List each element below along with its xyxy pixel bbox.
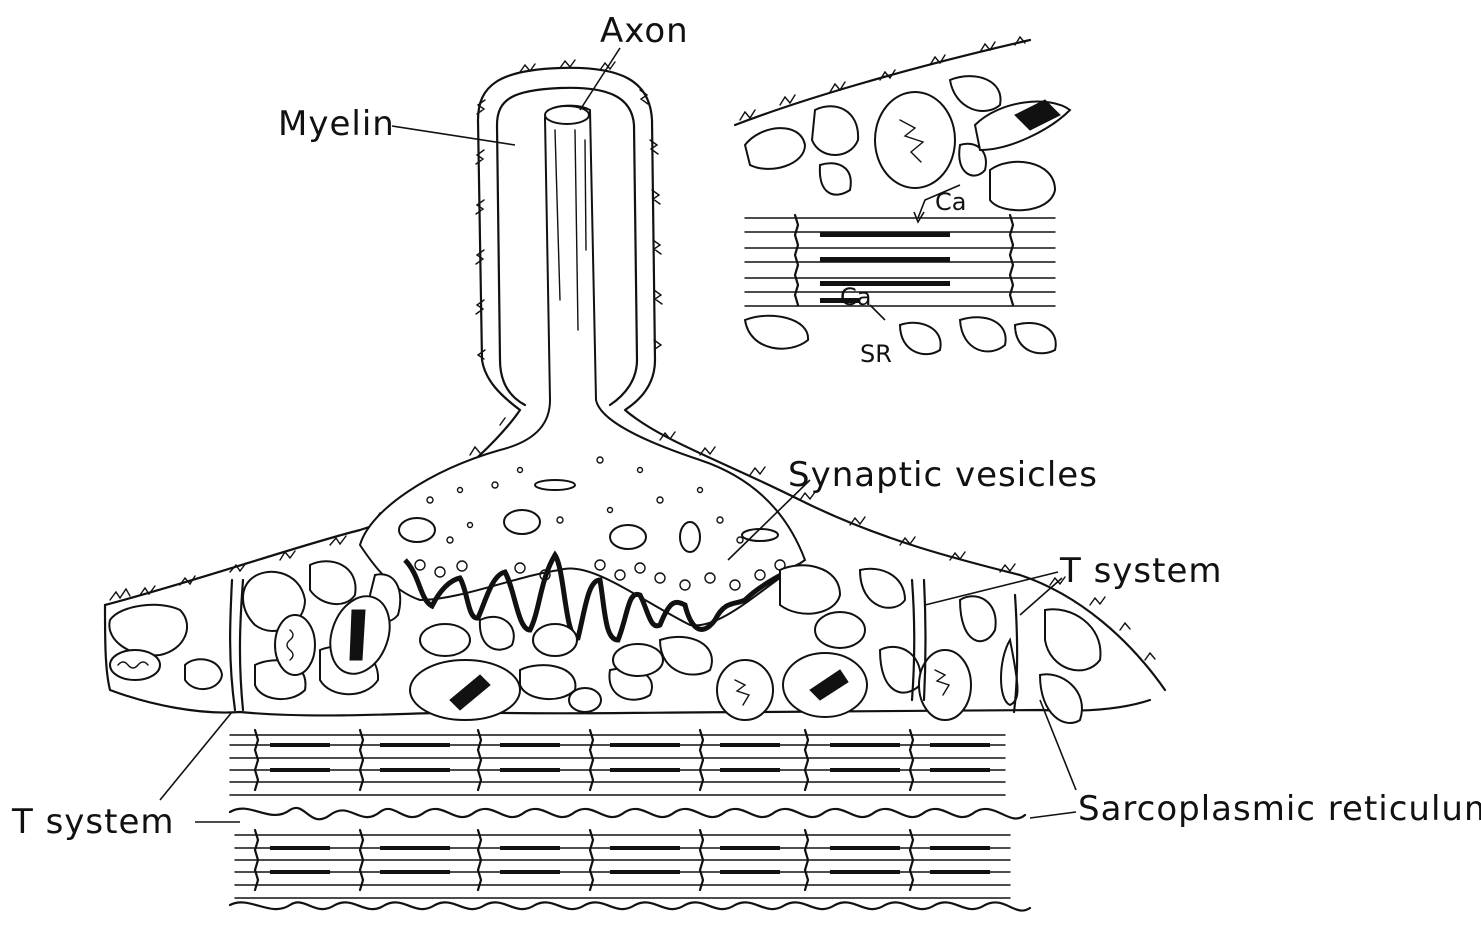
vacuole <box>310 561 356 604</box>
nucleolus <box>350 610 365 660</box>
inset-vacuole <box>812 106 858 155</box>
label-axon: Axon <box>600 11 689 51</box>
mitochondrion <box>742 529 778 541</box>
leader-axon <box>580 48 620 110</box>
mitochondrion <box>399 518 435 542</box>
vacuole <box>109 605 187 656</box>
vacuole <box>1045 609 1100 670</box>
mitochondrion <box>919 650 971 720</box>
t-tubule <box>230 580 235 710</box>
inset-vacuole <box>990 162 1055 210</box>
mitochondrion <box>717 660 773 720</box>
mitochondrion <box>533 624 577 656</box>
mitochondrion <box>569 688 601 712</box>
myofibrils <box>230 730 1030 911</box>
inset-vacuole <box>745 128 805 169</box>
leader-sr-a <box>1030 812 1076 818</box>
myofibril-lower <box>235 835 1010 898</box>
vacuole <box>520 665 575 699</box>
vacuole <box>860 569 905 608</box>
vacuole <box>660 637 712 675</box>
mitochondrion <box>275 615 315 675</box>
vacuole <box>480 617 514 650</box>
leader-t-system-left-b <box>160 712 232 800</box>
axon-shaft <box>360 106 805 626</box>
mitochondrion <box>610 525 646 549</box>
mitochondrion <box>680 522 700 552</box>
inset-label-sr: SR <box>860 340 892 368</box>
t-tubule <box>924 580 926 700</box>
axon-top <box>545 106 589 124</box>
inset-vacuole <box>950 76 1001 111</box>
label-t-system-left: T system <box>11 802 175 842</box>
t-tubule <box>240 580 243 710</box>
label-sarcoplasmic-reticulum: Sarcoplasmic reticulum <box>1078 789 1481 829</box>
inset-vacuole <box>820 163 851 194</box>
mitochondrion <box>504 510 540 534</box>
sarcoplasmic-reticulum-band <box>230 808 1030 911</box>
mitochondrion <box>420 624 470 656</box>
mitochondrion <box>815 612 865 648</box>
mitochondrion <box>613 644 663 676</box>
inset-vacuole <box>745 316 808 349</box>
vacuole <box>960 596 996 641</box>
t-tubule <box>912 580 914 700</box>
inset-vacuole <box>900 323 941 354</box>
label-t-system-right: T system <box>1059 551 1223 591</box>
inset-sarcomere-detail: Ca Ca SR <box>735 37 1070 368</box>
label-synaptic-vesicles: Synaptic vesicles <box>788 455 1098 495</box>
vacuole <box>185 659 222 689</box>
inset-label-ca-bottom: Ca <box>840 283 871 311</box>
inset-label-ca-top: Ca <box>935 188 966 216</box>
vacuole <box>780 565 840 613</box>
label-myelin: Myelin <box>278 104 395 144</box>
inset-vacuole <box>1015 323 1056 353</box>
inset-vacuole <box>960 317 1006 351</box>
mitochondrion <box>535 480 575 490</box>
ca-arrow-bottom <box>870 305 885 320</box>
